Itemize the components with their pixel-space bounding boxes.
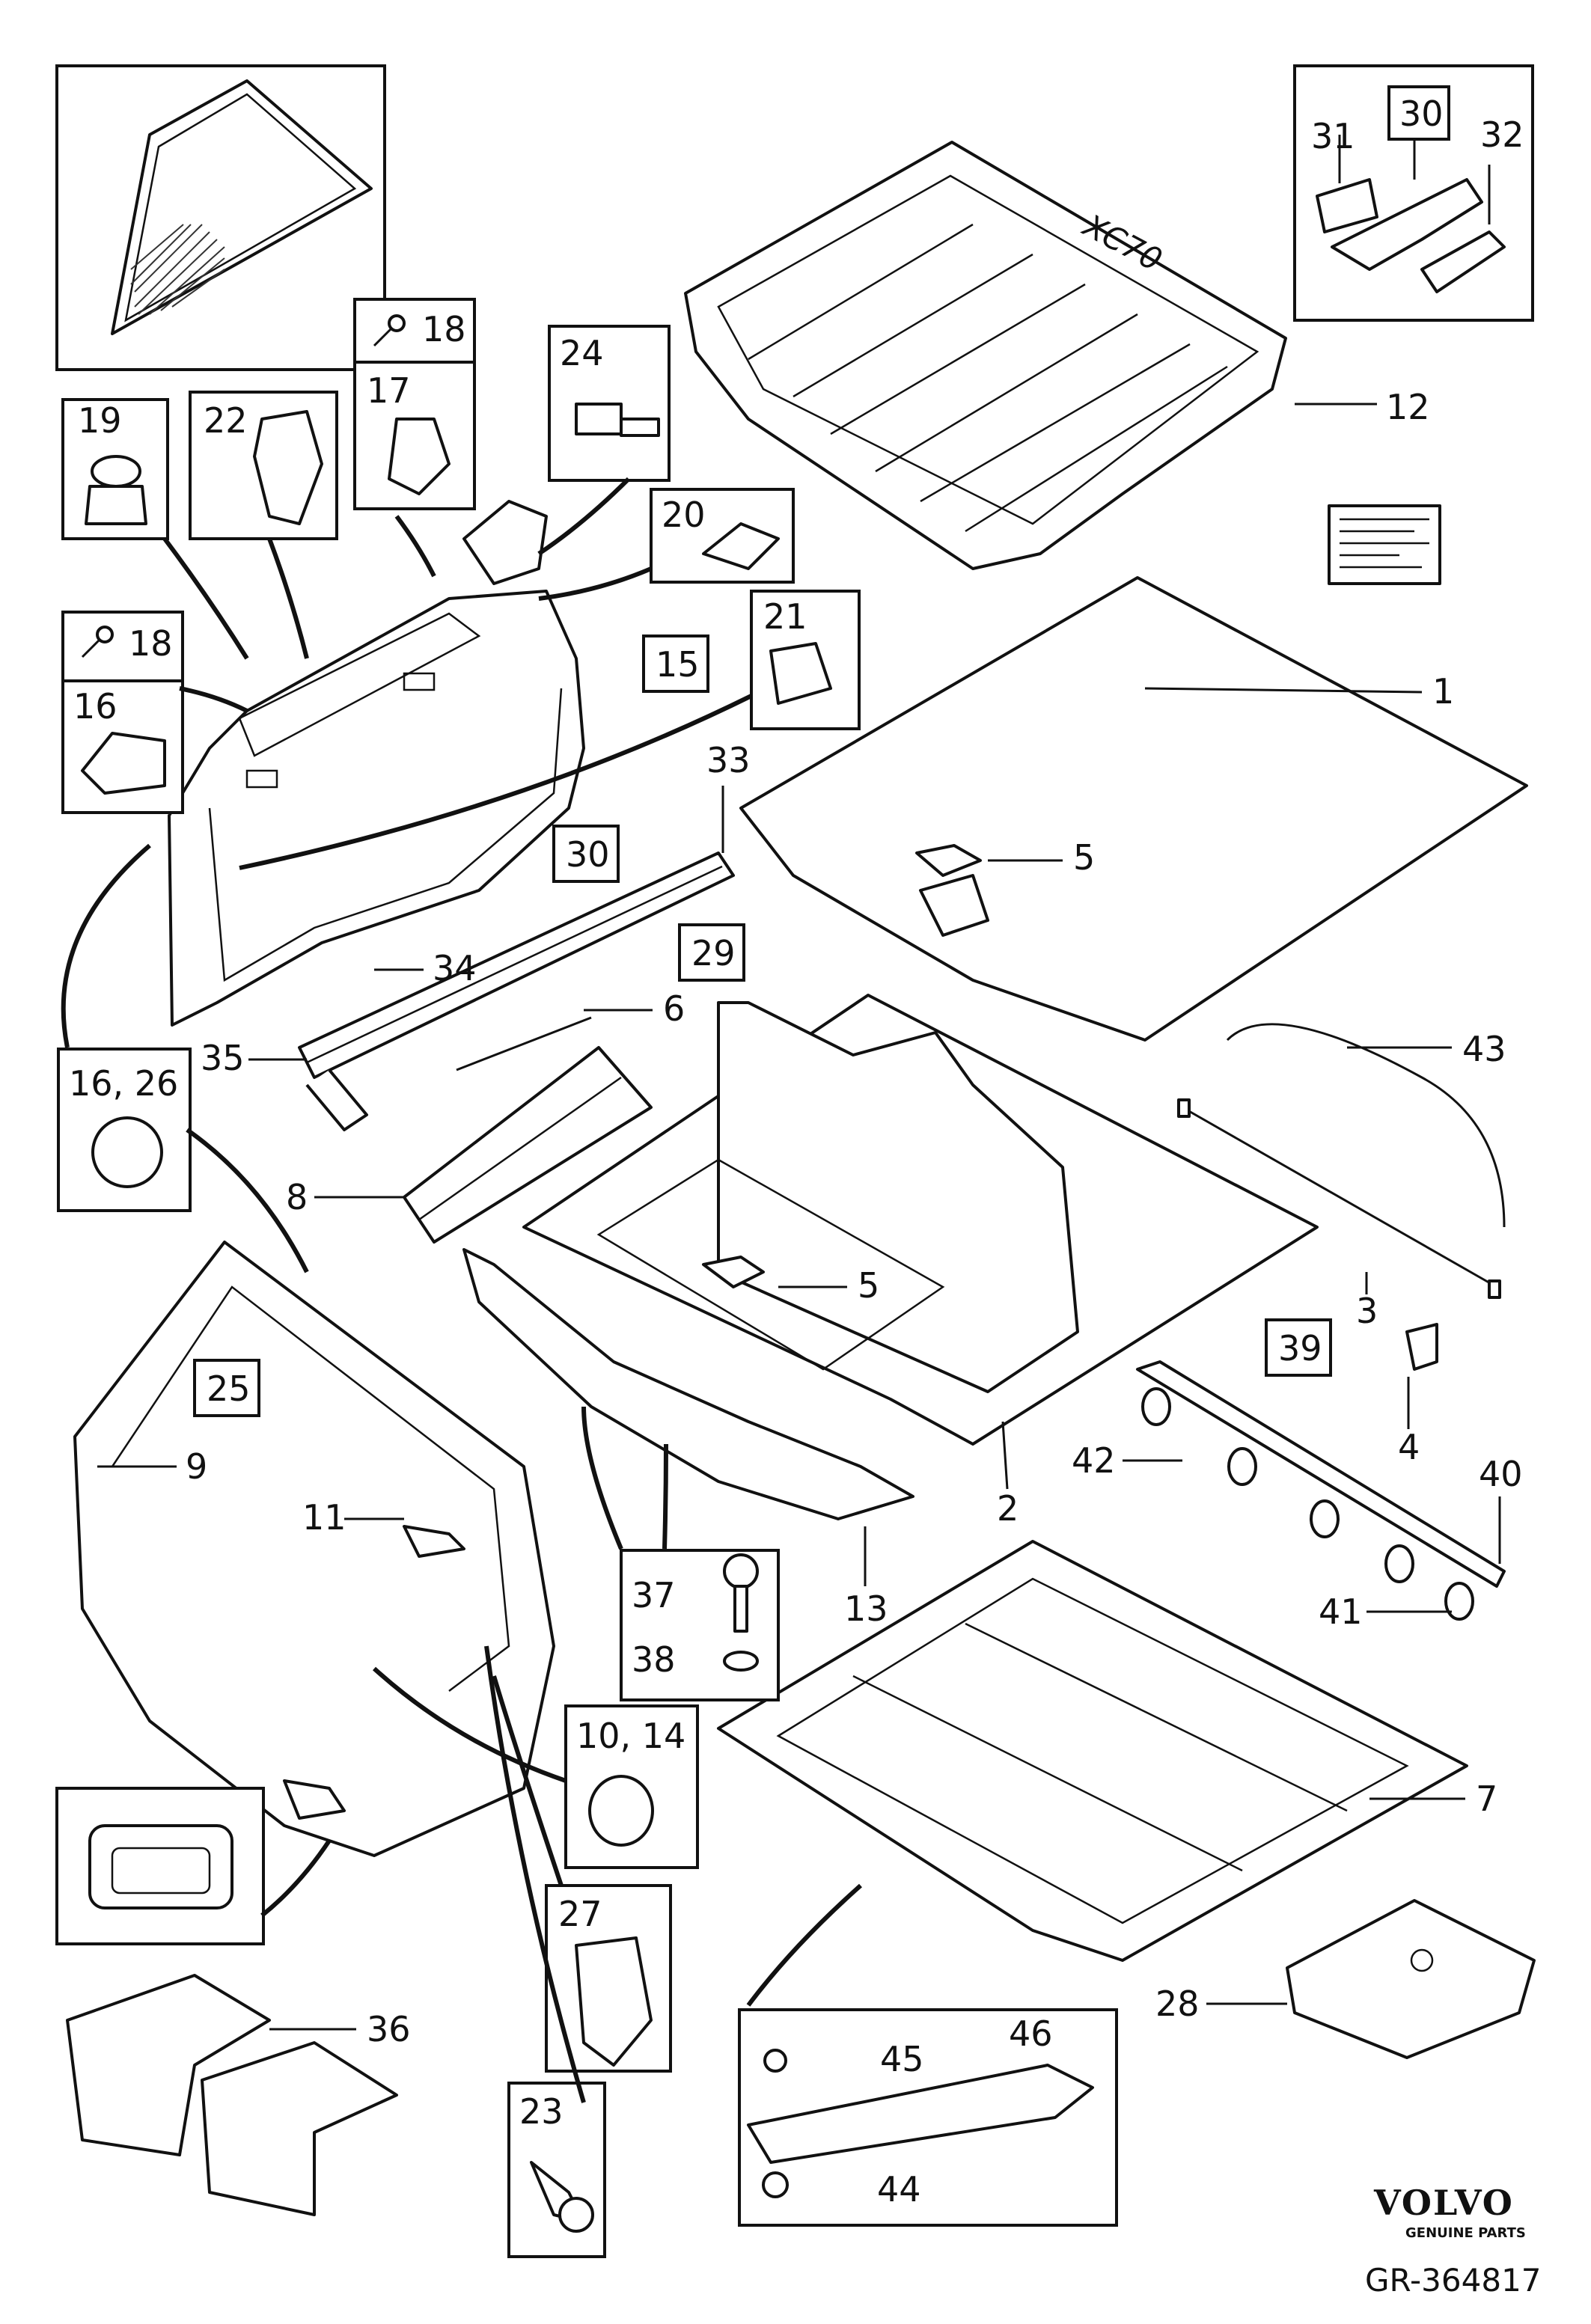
label-40: 40 (1479, 1454, 1523, 1494)
label-30-inset: 30 (1399, 94, 1444, 134)
label-16-26: 16, 26 (69, 1063, 178, 1104)
label-18-bottom: 18 (129, 623, 173, 664)
info-sheet-icon (1328, 504, 1441, 585)
part-box-37-38: 37 38 (620, 1549, 780, 1701)
label-2: 2 (997, 1488, 1019, 1529)
label-39: 39 (1278, 1328, 1322, 1369)
label-24: 24 (560, 333, 604, 373)
label-21: 21 (763, 596, 807, 637)
label-35: 35 (201, 1038, 245, 1078)
part-box-24: 24 (548, 325, 671, 482)
label-41: 41 (1319, 1591, 1363, 1632)
inset-cargo-net (55, 64, 386, 371)
label-42: 42 (1072, 1440, 1116, 1481)
label-46: 46 (1009, 2013, 1053, 2054)
label-27: 27 (558, 1894, 602, 1934)
label-34: 34 (433, 948, 477, 988)
clip-4 (1405, 1323, 1438, 1371)
label-4: 4 (1398, 1427, 1420, 1467)
inset-switch (55, 1787, 265, 1945)
rail-assembly (298, 851, 735, 1131)
label-5-lower: 5 (858, 1265, 879, 1306)
label-45: 45 (880, 2039, 924, 2079)
label-18-top: 18 (422, 309, 466, 349)
label-32: 32 (1480, 114, 1524, 155)
label-33: 33 (706, 740, 751, 780)
label-7: 7 (1476, 1779, 1497, 1819)
label-8: 8 (286, 1177, 308, 1217)
label-9: 9 (186, 1446, 207, 1487)
label-23: 23 (519, 2091, 564, 2132)
part-box-20: 20 (650, 488, 795, 584)
label-10-14: 10, 14 (576, 1716, 685, 1756)
part-box-23: 23 (507, 2082, 606, 2258)
label-6: 6 (663, 988, 685, 1029)
label-37: 37 (632, 1575, 676, 1615)
part-box-16-26: 16, 26 (57, 1048, 192, 1212)
label-20: 20 (662, 495, 706, 535)
hook-rail (1136, 1360, 1506, 1621)
bracket-mount (462, 500, 548, 585)
label-43: 43 (1462, 1029, 1506, 1069)
label-5-top: 5 (1073, 837, 1095, 878)
floor-hatch (522, 994, 1319, 1446)
reference-code: GR-364817 (1365, 2262, 1542, 2299)
floor-cover (739, 576, 1528, 1042)
label-38: 38 (632, 1639, 676, 1680)
label-30-rail: 30 (566, 834, 610, 875)
label-19: 19 (78, 400, 122, 441)
label-28: 28 (1155, 1984, 1200, 2024)
label-22: 22 (204, 400, 248, 441)
part-box-16-18: 18 16 (61, 611, 184, 814)
label-3: 3 (1356, 1291, 1378, 1331)
label-17: 17 (367, 370, 411, 411)
label-11: 11 (302, 1497, 346, 1538)
brand-tagline: GENUINE PARTS (1405, 2225, 1526, 2241)
underfloor-box (717, 1540, 1468, 1962)
brand-name: VOLVO (1373, 2183, 1514, 2223)
label-12: 12 (1386, 387, 1430, 427)
part-box-44-46: 45 46 44 (738, 2008, 1118, 2227)
label-44: 44 (877, 2169, 921, 2210)
boxed-callouts: 15 30 29 25 39 30 (193, 85, 1450, 1417)
part-box-21: 21 (750, 590, 861, 730)
label-16: 16 (73, 686, 117, 727)
tailgate-panel (73, 1241, 555, 1857)
strap-and-rod (1177, 1023, 1506, 1299)
cross-member (403, 1046, 653, 1244)
label-15: 15 (656, 644, 700, 685)
label-36: 36 (367, 2009, 411, 2049)
side-panel (168, 590, 585, 1027)
label-1: 1 (1432, 671, 1454, 712)
sill-trim (462, 1248, 914, 1520)
label-25: 25 (207, 1369, 251, 1409)
label-31: 31 (1311, 116, 1355, 156)
storage-bags (66, 1974, 398, 2216)
part-box-17-18: 18 17 (353, 298, 476, 510)
label-13: 13 (844, 1588, 888, 1629)
first-aid-kit (1286, 1899, 1536, 2059)
brand-block: VOLVO GENUINE PARTS GR-364817 (1365, 2183, 1542, 2299)
part-box-19: 19 (61, 398, 169, 540)
leader-arrows (61, 477, 862, 2103)
part-box-22: 22 (189, 391, 338, 540)
callout-labels: 1 12 31 32 33 5 34 6 35 43 8 5 3 4 42 40… (97, 114, 1524, 2049)
part-box-10-14: 10, 14 (564, 1704, 699, 1869)
label-29: 29 (691, 933, 736, 973)
